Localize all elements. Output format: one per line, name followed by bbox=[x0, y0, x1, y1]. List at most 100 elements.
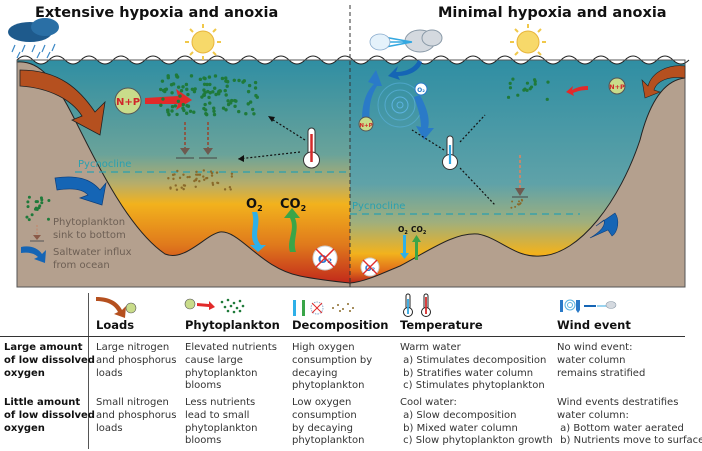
wind-cloud-icon bbox=[369, 29, 443, 53]
estuary-illustration: Extensive hypoxia and anoxia Minimal hyp… bbox=[8, 5, 690, 288]
particle-dot bbox=[27, 218, 31, 222]
particle-dot bbox=[511, 77, 515, 81]
particle-dot bbox=[186, 175, 189, 179]
phytoplankton-bloom-icon bbox=[159, 73, 259, 117]
particle-dot bbox=[184, 111, 189, 115]
particle-dot bbox=[212, 112, 217, 117]
particle-dot bbox=[181, 106, 185, 110]
small-nutrient-arrow-icon bbox=[566, 86, 588, 96]
particle-dot bbox=[212, 109, 216, 113]
sun-icon-right bbox=[510, 24, 546, 56]
particle-dot bbox=[210, 171, 214, 175]
particle-dot bbox=[173, 104, 178, 108]
particle-dot bbox=[159, 103, 163, 107]
no-oxygen-icon-right: O₂ bbox=[360, 257, 380, 277]
particle-dot bbox=[212, 106, 216, 110]
particle-dot bbox=[244, 112, 248, 116]
particle-dot bbox=[203, 108, 208, 112]
diagram-frame bbox=[16, 59, 686, 288]
particle-dot bbox=[25, 215, 29, 219]
thermometers-icon bbox=[403, 293, 431, 317]
particle-dot bbox=[195, 177, 198, 180]
nutrients-label-right: N+P bbox=[609, 83, 625, 91]
particle-dot bbox=[167, 177, 170, 180]
particle-dot bbox=[26, 200, 30, 204]
svg-text:O₂: O₂ bbox=[417, 87, 425, 94]
co2-arrow-right-icon bbox=[412, 235, 421, 260]
particle-dot bbox=[171, 82, 176, 86]
saltwater-inflow-arrow-right bbox=[589, 212, 619, 239]
cell-large-phytoplankton: Elevated nutrients cause large phytoplan… bbox=[185, 342, 278, 392]
particle-dot bbox=[203, 178, 206, 181]
particle-dot bbox=[221, 106, 226, 110]
particle-dot bbox=[233, 104, 237, 108]
particle-dot bbox=[225, 80, 230, 84]
cell-large-decomposition: High oxygen consumption by decaying phyt… bbox=[292, 342, 373, 392]
particle-dot bbox=[175, 112, 179, 117]
particle-dot bbox=[173, 173, 176, 176]
particle-dot bbox=[40, 198, 44, 202]
particle-dot bbox=[26, 205, 30, 209]
small-runoff-arrow-icon bbox=[641, 65, 686, 99]
particle-dot bbox=[176, 85, 181, 89]
cell-little-loads: Small nitrogen and phosphorus loads bbox=[96, 397, 177, 434]
particle-dot bbox=[208, 101, 212, 105]
o2-label-left: O2 bbox=[246, 197, 263, 213]
particle-dot bbox=[519, 202, 522, 205]
particle-dot bbox=[226, 99, 230, 103]
particle-dot bbox=[202, 76, 206, 80]
particle-dot bbox=[46, 217, 50, 221]
legend-phytoplankton-icon bbox=[25, 195, 51, 222]
particle-dot bbox=[166, 76, 170, 80]
nutrients-badge-right: N+P bbox=[608, 77, 626, 95]
legend-saltwater-line2: from ocean bbox=[53, 260, 110, 271]
cell-little-decomposition: Low oxygen consumption by decaying phyto… bbox=[292, 397, 365, 447]
particle-dot bbox=[34, 200, 38, 204]
particle-dot bbox=[211, 181, 214, 185]
left-title: Extensive hypoxia and anoxia bbox=[35, 5, 278, 21]
co2-up-arrow-icon bbox=[284, 208, 300, 252]
particle-dot bbox=[232, 78, 237, 82]
particle-dot bbox=[508, 86, 513, 90]
seabed-right bbox=[349, 77, 686, 288]
nutrients-badge-right-mix: N+P bbox=[358, 116, 374, 132]
particle-dot bbox=[194, 173, 198, 176]
particle-dot bbox=[179, 89, 184, 93]
particle-dot bbox=[248, 100, 253, 104]
particle-dot bbox=[198, 180, 201, 183]
particle-dot bbox=[213, 86, 217, 90]
particle-dot bbox=[250, 107, 255, 112]
particle-dot bbox=[194, 185, 197, 188]
nutrient-upwelling-arrow-icon bbox=[362, 70, 382, 122]
particle-dot bbox=[37, 206, 41, 210]
co2-label-right: CO2 bbox=[411, 225, 427, 236]
particle-dot bbox=[170, 109, 174, 113]
particle-dot bbox=[176, 169, 179, 173]
particle-dot bbox=[215, 171, 219, 174]
particle-dot bbox=[185, 87, 189, 92]
particle-dot bbox=[247, 83, 252, 88]
cell-large-loads: Large nitrogen and phosphorus loads bbox=[96, 342, 177, 379]
particle-dot bbox=[224, 108, 228, 112]
particle-dot bbox=[178, 94, 182, 98]
table-header-icons bbox=[96, 293, 617, 318]
temperature-effect-arrows-right bbox=[411, 114, 496, 206]
particle-dot bbox=[202, 88, 206, 92]
particle-dot bbox=[230, 172, 234, 175]
particle-dot bbox=[161, 97, 165, 101]
particle-dot bbox=[185, 103, 189, 108]
particle-dot bbox=[184, 82, 189, 87]
particle-dot bbox=[237, 109, 241, 114]
table-column-divider bbox=[88, 293, 89, 449]
particle-dot bbox=[253, 86, 258, 90]
header-loads: Loads bbox=[96, 318, 135, 332]
particle-dot bbox=[207, 75, 212, 79]
particle-dot bbox=[169, 187, 172, 190]
particle-dot bbox=[181, 85, 185, 89]
nutrients-label-mix: N+P bbox=[359, 123, 372, 129]
particle-dot bbox=[516, 203, 519, 206]
phytoplankton-icon bbox=[184, 298, 245, 314]
particle-dot bbox=[229, 188, 232, 191]
particle-dot bbox=[533, 79, 537, 84]
